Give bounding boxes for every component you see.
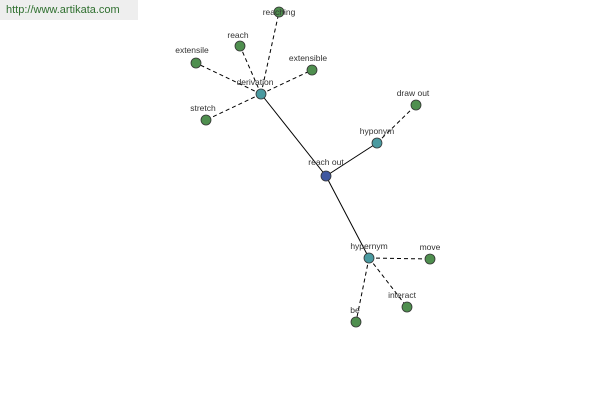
edge-derivation-stretch: [205, 93, 262, 121]
node-move[interactable]: [424, 253, 436, 265]
node-label-reaching[interactable]: reaching: [263, 7, 296, 17]
node-interact[interactable]: [401, 301, 413, 313]
node-label-extensile[interactable]: extensile: [175, 45, 209, 55]
node-draw-out[interactable]: [410, 99, 422, 111]
edge-derivation-reach: [239, 45, 262, 95]
node-label-extensible[interactable]: extensible: [289, 53, 328, 63]
edge-derivation-extensible: [260, 69, 313, 95]
edge-hypernym-interact: [368, 257, 408, 308]
node-label-reach[interactable]: reach: [227, 30, 249, 40]
edge-reach-out-derivation: [260, 93, 327, 177]
node-extensile[interactable]: [190, 57, 202, 69]
edge-hyponym-draw-out: [376, 104, 417, 144]
node-label-derivation[interactable]: derivation: [237, 77, 274, 87]
node-reach-out[interactable]: [320, 170, 332, 182]
edge-reach-out-hyponym: [325, 142, 378, 177]
graph-nodes: reach out derivation reaching reach extensil…: [175, 6, 441, 328]
node-label-stretch[interactable]: stretch: [190, 103, 216, 113]
node-label-hyponym[interactable]: hyponym: [360, 126, 395, 136]
node-extensible[interactable]: [306, 64, 318, 76]
node-hypernym[interactable]: [363, 252, 375, 264]
node-be[interactable]: [350, 316, 362, 328]
node-hyponym[interactable]: [371, 137, 383, 149]
edge-derivation-extensile: [195, 62, 262, 95]
edge-hypernym-move: [368, 257, 431, 260]
node-reaching[interactable]: [273, 6, 285, 18]
node-reach[interactable]: [234, 40, 246, 52]
node-label-draw-out[interactable]: draw out: [397, 88, 430, 98]
edge-hypernym-be: [355, 257, 370, 323]
node-label-interact[interactable]: interact: [388, 290, 417, 300]
graph-edges: [195, 11, 431, 323]
node-label-hypernym[interactable]: hypernym: [350, 241, 387, 251]
node-label-reach-out[interactable]: reach out: [308, 157, 344, 167]
edge-reach-out-hypernym: [325, 175, 370, 259]
node-label-move[interactable]: move: [420, 242, 441, 252]
node-label-be[interactable]: be: [350, 305, 360, 315]
source-url[interactable]: http://www.artikata.com: [0, 0, 138, 20]
node-derivation[interactable]: [255, 88, 267, 100]
node-stretch[interactable]: [200, 114, 212, 126]
